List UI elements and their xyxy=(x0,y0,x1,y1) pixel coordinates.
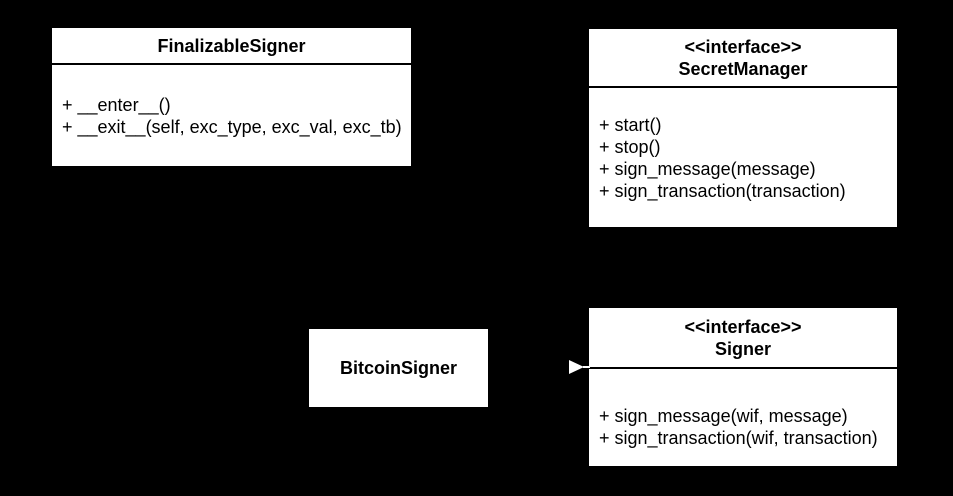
class-title-finalizable-signer: FinalizableSigner xyxy=(52,28,411,63)
class-methods-signer: + sign_message(wif, message) + sign_tran… xyxy=(589,369,897,466)
method-line: + __enter__() xyxy=(62,94,171,115)
class-title-secret-manager: <<interface>> SecretManager xyxy=(589,29,897,86)
method-line: + sign_message(message) xyxy=(599,158,816,179)
class-name: BitcoinSigner xyxy=(339,358,457,378)
compartment-divider xyxy=(52,63,411,65)
class-name: Signer xyxy=(714,338,771,359)
method-line: + sign_transaction(wif, transaction) xyxy=(599,427,878,448)
class-name: FinalizableSigner xyxy=(157,35,306,56)
class-methods-finalizable-signer: + __enter__() + __exit__(self, exc_type,… xyxy=(52,65,411,166)
class-box-finalizable-signer: FinalizableSigner + __enter__() + __exit… xyxy=(52,28,411,166)
class-stereotype: <<interface>> xyxy=(684,36,802,57)
class-title-bitcoin-signer: BitcoinSigner xyxy=(340,329,457,407)
class-name: SecretManager xyxy=(678,58,808,79)
class-stereotype: <<interface>> xyxy=(684,316,802,337)
class-title-signer: <<interface>> Signer xyxy=(589,308,897,367)
method-line: + __exit__(self, exc_type, exc_val, exc_… xyxy=(62,116,402,137)
realization-triangle-icon xyxy=(569,360,584,374)
method-line: + sign_message(wif, message) xyxy=(599,405,848,426)
class-methods-secret-manager: + start() + stop() + sign_message(messag… xyxy=(589,88,897,227)
class-box-signer: <<interface>> Signer + sign_message(wif,… xyxy=(589,308,897,466)
class-box-bitcoin-signer: BitcoinSigner xyxy=(309,329,488,407)
method-line: + stop() xyxy=(599,136,661,157)
compartment-divider xyxy=(589,367,897,369)
compartment-divider xyxy=(589,86,897,88)
method-line: + sign_transaction(transaction) xyxy=(599,180,846,201)
method-line: + start() xyxy=(599,114,662,135)
class-box-secret-manager: <<interface>> SecretManager + start() + … xyxy=(589,29,897,227)
realization-connector-line xyxy=(583,366,590,368)
